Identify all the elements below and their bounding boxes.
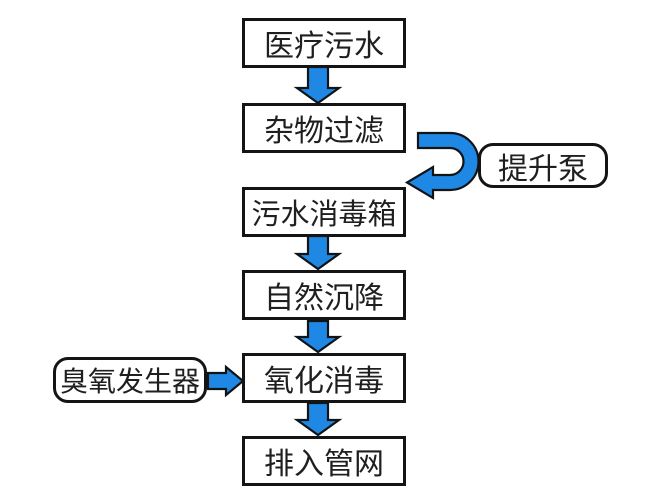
flow-node-lift-pump: 提升泵 <box>478 143 608 188</box>
flow-node-medical-sewage: 医疗污水 <box>242 18 406 68</box>
flow-node-label: 医疗污水 <box>264 30 384 63</box>
flow-node-debris-filter: 杂物过滤 <box>242 103 406 153</box>
flow-node-label: 自然沉降 <box>264 282 384 315</box>
flow-node-label: 污水消毒箱 <box>251 199 397 231</box>
down-arrow-icon-medical-to-filter <box>293 65 343 105</box>
flow-node-label: 杂物过滤 <box>264 115 384 148</box>
flow-node-discharge-pipe-network: 排入管网 <box>242 436 406 486</box>
down-arrow-icon-sedimentation-to-oxidation <box>293 319 343 354</box>
flow-node-label: 排入管网 <box>264 448 384 481</box>
right-arrow-icon-ozone-to-oxidation <box>206 364 245 398</box>
flow-node-label: 提升泵 <box>498 152 588 186</box>
flow-node-sewage-disinfection-tank: 污水消毒箱 <box>242 187 406 237</box>
flow-node-oxidation-disinfection: 氧化消毒 <box>242 353 406 403</box>
down-arrow-icon-oxidation-to-pipe <box>293 401 343 437</box>
flow-node-label: 臭氧发生器 <box>59 367 200 398</box>
down-arrow-icon-tank-to-sedimentation <box>293 234 343 271</box>
flow-node-natural-sedimentation: 自然沉降 <box>242 270 406 320</box>
u-turn-arrow-icon-filter-to-tank <box>404 131 480 200</box>
flow-node-ozone-generator: 臭氧发生器 <box>53 357 207 403</box>
flow-node-label: 氧化消毒 <box>264 365 384 398</box>
